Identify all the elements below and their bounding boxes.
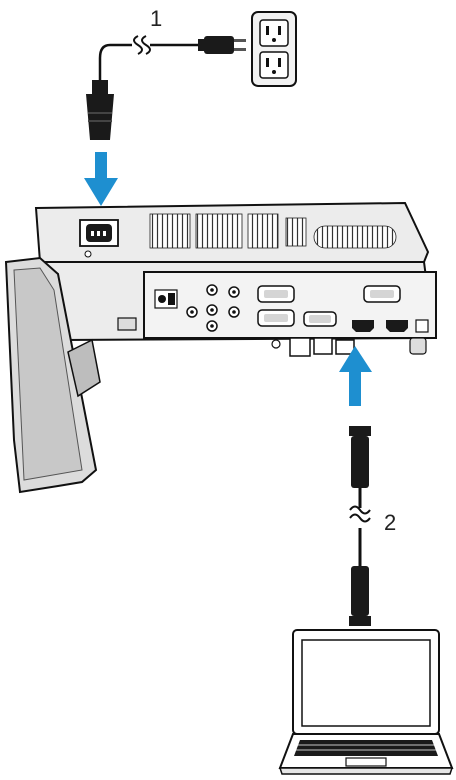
power-insert-arrow xyxy=(84,152,118,206)
wall-outlet xyxy=(251,11,297,87)
projector xyxy=(4,201,437,494)
hdmi-insert-arrow xyxy=(339,346,372,406)
laptop xyxy=(278,629,454,775)
power-cord xyxy=(86,35,246,140)
callout-1-label: 1 xyxy=(150,6,162,31)
callout-2-label: 2 xyxy=(384,510,396,535)
hdmi-cable xyxy=(349,426,371,626)
